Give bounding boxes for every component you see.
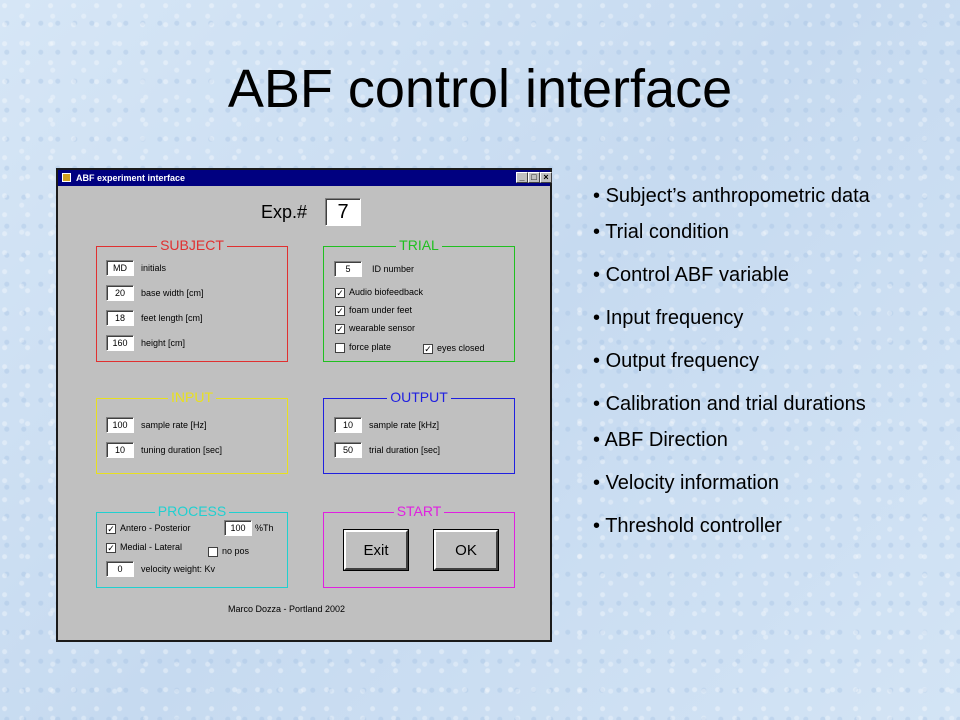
process-group-title: PROCESS [154,503,230,519]
foam-under-feet-checkbox[interactable]: ✓ [335,306,345,316]
base-width-label: base width [cm] [141,288,204,298]
maximize-button[interactable]: □ [528,172,540,183]
input-sample-rate-label: sample rate [Hz] [141,420,207,430]
close-button[interactable]: × [540,172,552,183]
exp-label: Exp.# [261,202,308,222]
input-group: INPUT [96,389,288,474]
initials-label: initials [141,263,167,273]
no-pos-checkbox[interactable] [208,547,218,557]
experiment-window: ABF experiment interface _ □ × Exp.# SUB… [56,168,552,642]
initials-input[interactable] [106,260,134,276]
window-titlebar[interactable]: ABF experiment interface _ □ × [58,170,552,186]
medial-lateral-checkbox[interactable]: ✓ [106,543,116,553]
app-icon [62,173,71,182]
subject-group: SUBJECT [96,237,288,362]
trial-group: TRIAL [323,237,515,362]
bullet-item: • Threshold controller [593,515,782,537]
eyes-closed-label: eyes closed [437,343,485,353]
bullet-item: • Trial condition [593,221,729,243]
subject-group-title: SUBJECT [157,237,227,253]
tuning-duration-input[interactable] [106,442,134,458]
tuning-duration-label: tuning duration [sec] [141,445,223,455]
bullet-item: • Input frequency [593,307,744,329]
trial-group-title: TRIAL [396,237,442,253]
output-group-title: OUTPUT [387,389,451,405]
exp-number-input[interactable] [325,198,361,226]
feature-bullet-list: • Subject’s anthropometric data • Trial … [593,184,893,557]
bullet-item: • ABF Direction [593,429,728,451]
author-footer: Marco Dozza - Portland 2002 [228,604,346,614]
velocity-weight-input[interactable] [106,561,134,577]
foam-under-feet-label: foam under feet [349,305,413,315]
audio-biofeedback-checkbox[interactable]: ✓ [335,288,345,298]
base-width-input[interactable] [106,285,134,301]
bullet-item: • Control ABF variable [593,264,789,286]
output-sample-rate-label: sample rate [kHz] [369,420,440,430]
input-group-title: INPUT [168,389,216,405]
antero-posterior-label: Antero - Posterior [120,523,191,533]
slide-title: ABF control interface [227,59,733,119]
feet-length-input[interactable] [106,310,134,326]
ok-button[interactable]: OK [433,529,499,571]
threshold-label: %Th [255,523,274,533]
process-group: PROCESS [96,503,288,588]
start-group-title: START [393,503,445,519]
velocity-weight-label: velocity weight: Kv [141,564,216,574]
height-label: height [cm] [141,338,186,348]
start-group: START [323,503,515,588]
audio-biofeedback-label: Audio biofeedback [349,287,424,297]
height-input[interactable] [106,335,134,351]
antero-posterior-checkbox[interactable]: ✓ [106,524,116,534]
no-pos-label: no pos [222,546,250,556]
bullet-item: • Calibration and trial durations [593,393,866,415]
window-title: ABF experiment interface [76,173,186,183]
input-sample-rate-input[interactable] [106,417,134,433]
id-number-input[interactable] [334,261,362,277]
wearable-sensor-checkbox[interactable]: ✓ [335,324,345,334]
bullet-item: • Output frequency [593,350,759,372]
bullet-item: • Subject’s anthropometric data [593,185,870,207]
trial-duration-input[interactable] [334,442,362,458]
trial-duration-label: trial duration [sec] [369,445,441,455]
medial-lateral-label: Medial - Lateral [120,542,183,552]
force-plate-label: force plate [349,342,392,352]
id-number-label: ID number [372,264,415,274]
force-plate-checkbox[interactable] [335,343,345,353]
wearable-sensor-label: wearable sensor [349,323,416,333]
minimize-button[interactable]: _ [516,172,528,183]
output-group: OUTPUT [323,389,515,474]
output-sample-rate-input[interactable] [334,417,362,433]
threshold-input[interactable] [224,520,252,536]
eyes-closed-checkbox[interactable]: ✓ [423,344,433,354]
exit-button[interactable]: Exit [343,529,409,571]
bullet-item: • Velocity information [593,472,779,494]
feet-length-label: feet length [cm] [141,313,203,323]
